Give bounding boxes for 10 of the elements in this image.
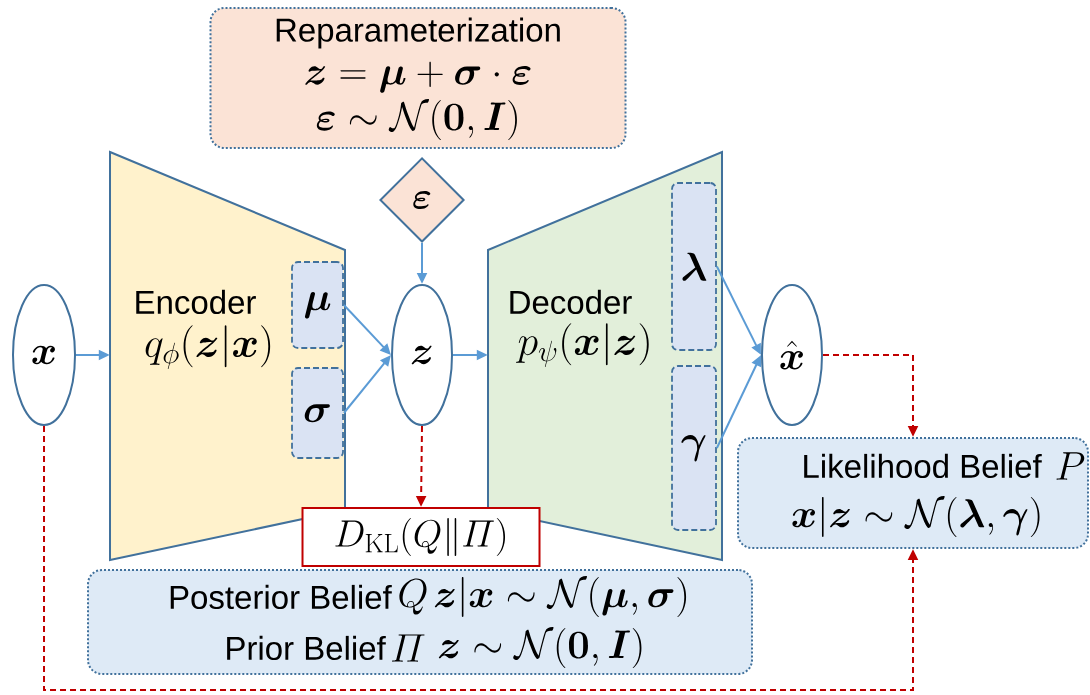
parameter-box: $\boldsymbol{\sigma}$ [291, 367, 344, 459]
parameter-box: $\boldsymbol{\gamma}$ [671, 365, 717, 531]
arrow [342, 355, 391, 414]
kl-divergence-box: $D_{\mathrm{KL}}(Q\|\varPi)$ [301, 507, 541, 567]
belief-box: Likelihood Belief $P$ $\boldsymbol{x}|\boldsymbol{z}\sim\mathcal{N}(\boldsymbol{\lambda},\boldsymbol{\gamma})$ [737, 437, 1089, 549]
arrow [342, 304, 391, 355]
reparameterization-box: Reparameterization $\boldsymbol{z}=\boldsymbol{\mu}+\boldsymbol{\sigma}\cdot\boldsymbol{\varepsilon}$ $\boldsymbol{\varepsilon}\sim\mathcal{N}(\mathbf{0},\boldsymbol{I})$ [209, 7, 627, 149]
parameter-box: $\boldsymbol{\mu}$ [291, 261, 344, 349]
parameter-box: $\boldsymbol{\lambda}$ [671, 182, 717, 351]
belief-box: Posterior Belief $Q$ $\boldsymbol{z}|\boldsymbol{x}\sim\mathcal{N}(\boldsymbol{\mu},\boldsymbol{\sigma})$ Prior Belief $\varPi$ $\boldsymbol{z}\sim\mathcal{N}(\mathbf{0},\boldsymbol{I})$ [87, 569, 753, 675]
